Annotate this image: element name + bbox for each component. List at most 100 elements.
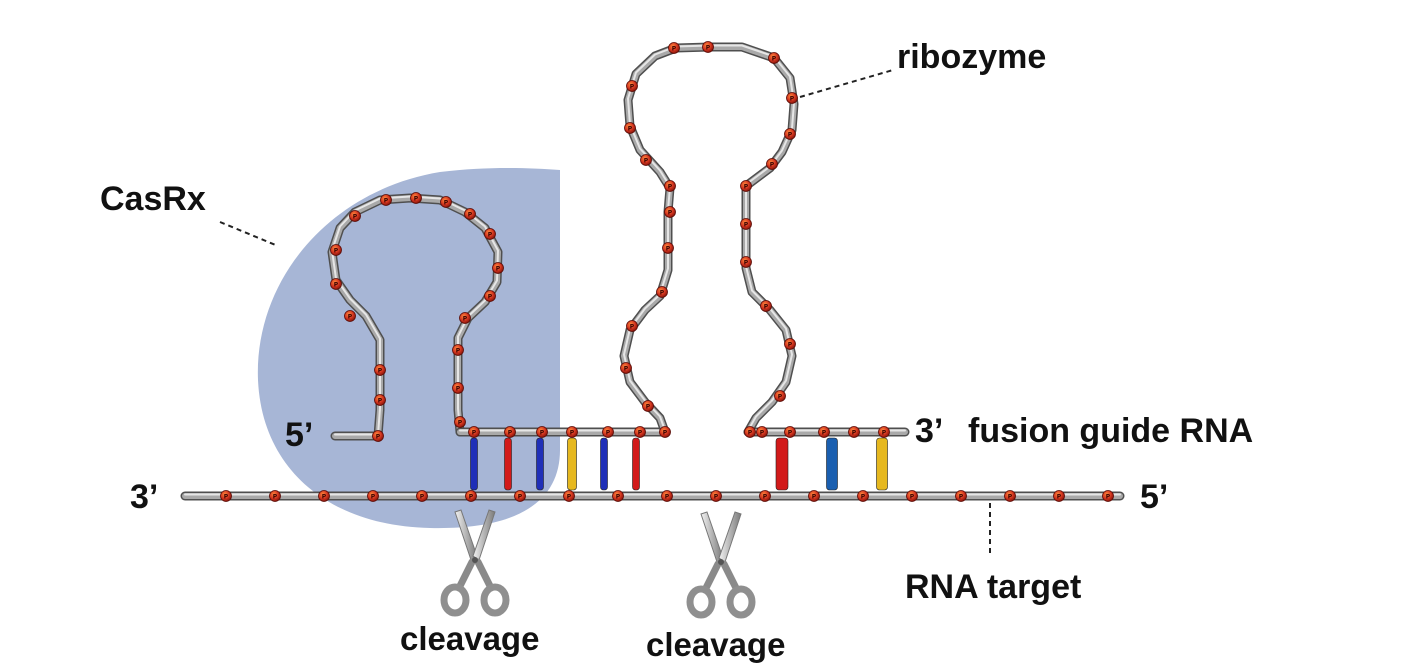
phosphate-group: P (349, 210, 361, 222)
svg-text:P: P (668, 209, 673, 216)
svg-text:P: P (666, 245, 671, 252)
phosphate-group: P (857, 490, 869, 502)
phosphate-group: P (504, 426, 516, 438)
svg-text:P: P (822, 429, 827, 436)
phosphate-group: P (744, 426, 756, 438)
base-pair-blue (536, 437, 544, 491)
phosphate-group: P (642, 400, 654, 412)
ribozyme-strand (619, 42, 799, 437)
base-pair-yellow (876, 437, 888, 491)
svg-text:P: P (334, 247, 339, 254)
svg-text:P: P (760, 429, 765, 436)
svg-text:P: P (714, 493, 719, 500)
svg-text:P: P (772, 55, 777, 62)
svg-text:P: P (790, 95, 795, 102)
base-pair-blue (600, 437, 608, 491)
svg-text:P: P (518, 493, 523, 500)
phosphate-group: P (374, 394, 386, 406)
phosphate-group: P (612, 490, 624, 502)
svg-text:P: P (744, 221, 749, 228)
svg-text:P: P (778, 393, 783, 400)
svg-text:P: P (378, 367, 383, 374)
svg-text:P: P (472, 429, 477, 436)
phosphate-group: P (640, 154, 652, 166)
phosphate-group: P (452, 344, 464, 356)
target-5prime-label: 5’ (1140, 478, 1169, 516)
phosphate-group: P (440, 196, 452, 208)
phosphate-group: P (514, 490, 526, 502)
phosphate-group: P (624, 122, 636, 134)
guide-3prime-label: 3’ (915, 412, 944, 450)
base-pair-blue (470, 437, 478, 491)
phosphate-group: P (372, 430, 384, 442)
svg-text:P: P (668, 183, 673, 190)
phosphate-group: P (668, 42, 680, 54)
svg-text:P: P (744, 183, 749, 190)
phosphate-group: P (380, 194, 392, 206)
svg-text:P: P (910, 493, 915, 500)
base-pair-blue2 (826, 437, 838, 491)
svg-text:P: P (763, 493, 768, 500)
ribozyme-label: ribozyme (897, 38, 1047, 76)
phosphate-group: P (702, 41, 714, 53)
svg-text:P: P (567, 493, 572, 500)
base-pair-yellow (567, 437, 577, 491)
svg-text:P: P (456, 385, 461, 392)
base-pair-red (632, 437, 640, 491)
svg-text:P: P (616, 493, 621, 500)
scissors-icon (686, 511, 756, 619)
phosphate-group: P (848, 426, 860, 438)
svg-text:P: P (770, 161, 775, 168)
phosphate-group: P (659, 426, 671, 438)
phosphate-group: P (1053, 490, 1065, 502)
phosphate-group: P (454, 416, 466, 428)
svg-text:P: P (508, 429, 513, 436)
svg-text:P: P (706, 44, 711, 51)
phosphate-group: P (416, 490, 428, 502)
phosphate-group: P (620, 362, 632, 374)
svg-text:P: P (420, 493, 425, 500)
svg-text:P: P (1106, 493, 1111, 500)
svg-text:P: P (788, 429, 793, 436)
phosphate-group: P (367, 490, 379, 502)
svg-text:P: P (469, 493, 474, 500)
rna-target-label: RNA target (905, 568, 1082, 606)
svg-text:P: P (630, 83, 635, 90)
svg-text:P: P (624, 365, 629, 372)
phosphate-group: P (634, 426, 646, 438)
svg-text:P: P (322, 493, 327, 500)
svg-text:P: P (630, 323, 635, 330)
svg-text:P: P (660, 289, 665, 296)
phosphate-group: P (330, 278, 342, 290)
phosphate-group: P (740, 256, 752, 268)
phosphate-group: P (766, 158, 778, 170)
phosphate-group: P (536, 426, 548, 438)
svg-text:P: P (496, 265, 501, 272)
svg-text:P: P (646, 403, 651, 410)
svg-text:P: P (348, 313, 353, 320)
phosphate-group: P (344, 310, 356, 322)
svg-text:P: P (456, 347, 461, 354)
svg-text:P: P (744, 259, 749, 266)
phosphate-group: P (768, 52, 780, 64)
phosphate-group: P (760, 300, 772, 312)
svg-text:P: P (540, 429, 545, 436)
casrx-protein-blob (257, 168, 560, 529)
cleavage-left-label: cleavage (400, 620, 540, 657)
phosphate-group: P (626, 320, 638, 332)
phosphate-group: P (786, 92, 798, 104)
svg-text:P: P (378, 397, 383, 404)
base-pair-red (775, 437, 789, 491)
svg-text:P: P (628, 125, 633, 132)
svg-text:P: P (663, 429, 668, 436)
svg-text:P: P (353, 213, 358, 220)
svg-text:P: P (384, 197, 389, 204)
phosphate-group: P (664, 180, 676, 192)
phosphate-group: P (566, 426, 578, 438)
svg-text:P: P (882, 429, 887, 436)
phosphate-group: P (602, 426, 614, 438)
casrx-label: CasRx (100, 180, 206, 218)
svg-text:P: P (788, 341, 793, 348)
phosphate-group: P (808, 490, 820, 502)
